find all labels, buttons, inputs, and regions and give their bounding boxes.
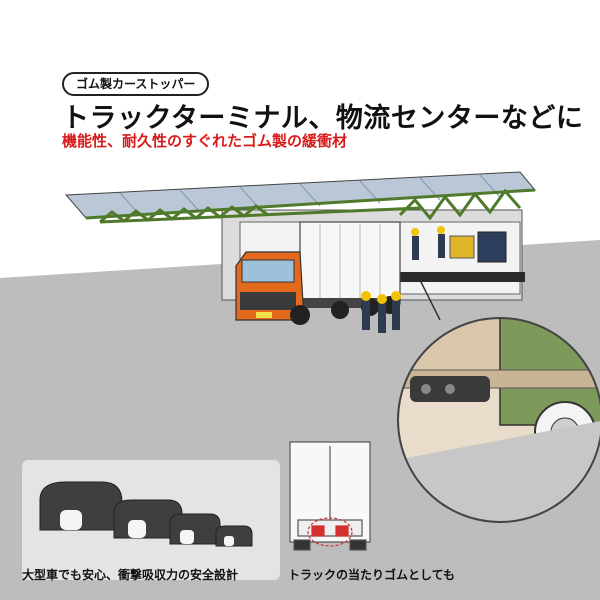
- product-badge: ゴム製カーストッパー: [62, 72, 210, 96]
- page-subtitle: 機能性、耐久性のすぐれたゴム製の緩衝材: [62, 132, 348, 150]
- page-title: トラックターミナル、物流センターなどに: [62, 103, 584, 134]
- rubber-stopper-products: [39, 481, 253, 547]
- zoom-detail: [398, 318, 600, 522]
- product-photo-panel: [22, 460, 280, 580]
- rear-view-caption: トラックの当たりゴムとしても: [288, 568, 456, 582]
- products-caption: 大型車でも安心、衝撃吸収力の安全設計: [22, 568, 239, 582]
- truck-rear-view: [289, 441, 371, 551]
- roof-truss: [85, 188, 536, 224]
